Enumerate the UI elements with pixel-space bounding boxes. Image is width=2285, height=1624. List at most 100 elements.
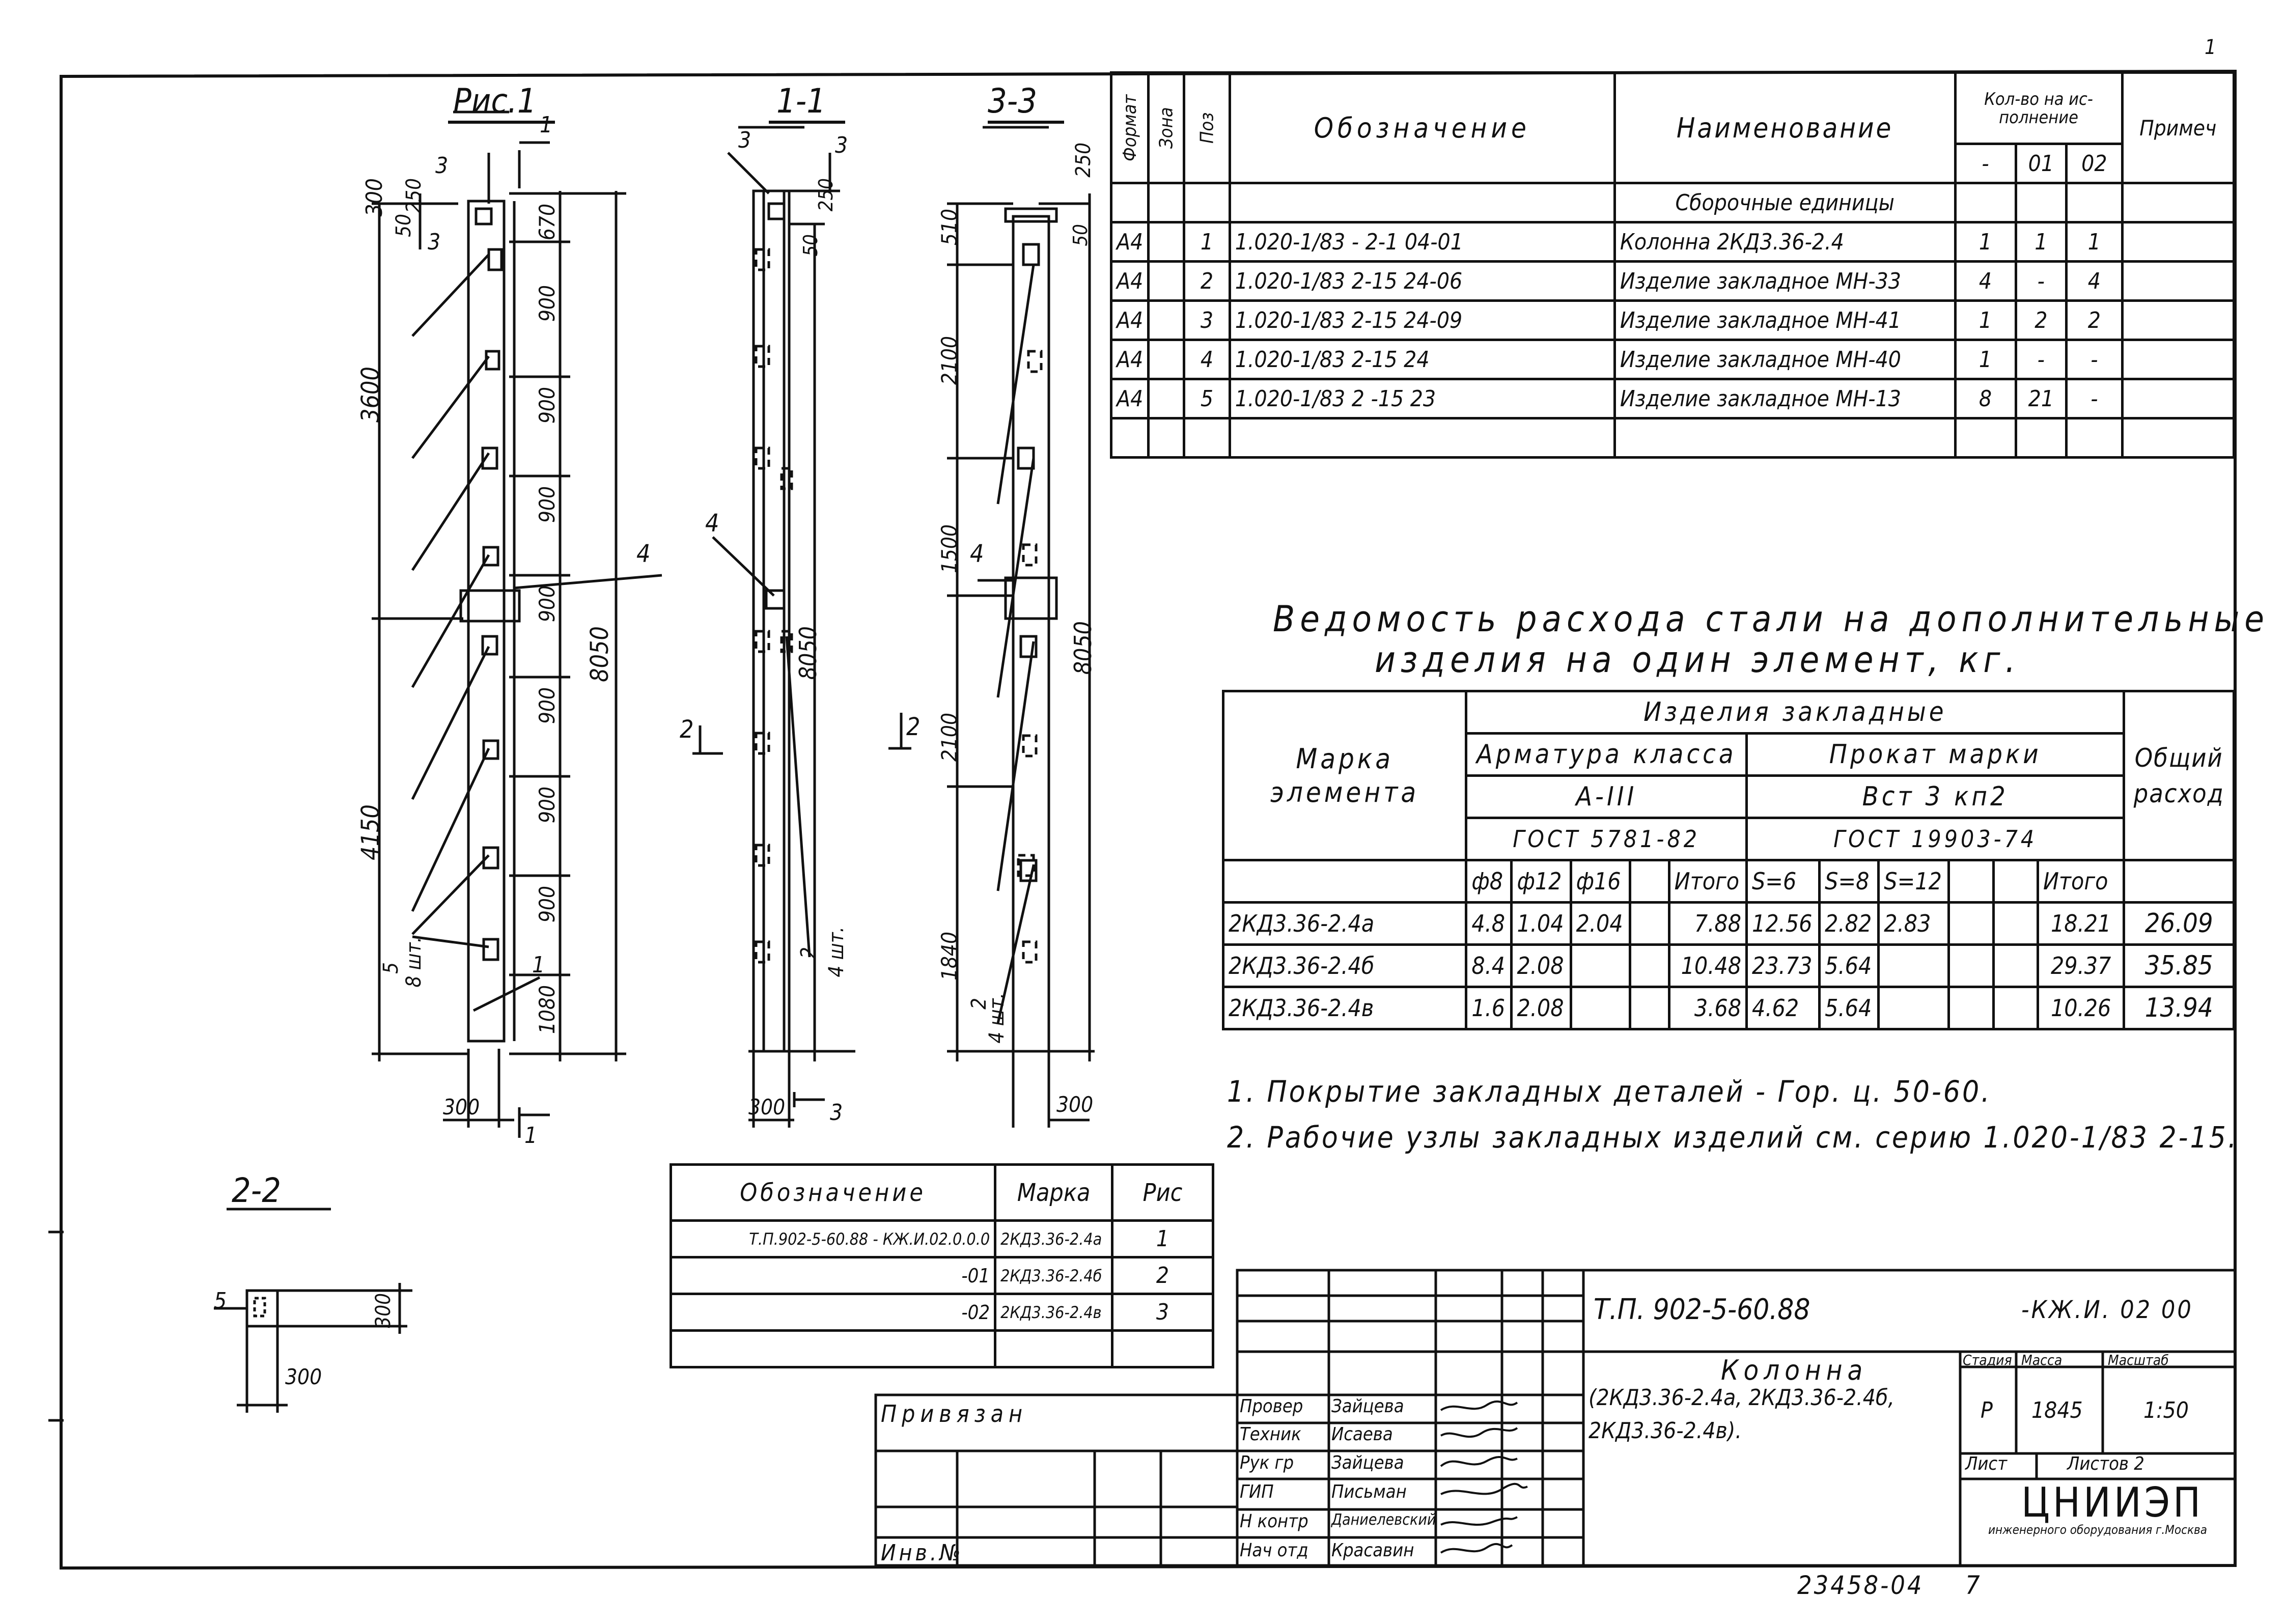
fig1-dim: 670: [535, 204, 560, 241]
section-2-markers: [692, 713, 911, 755]
section-2-2: [214, 1208, 412, 1413]
table-row: А4 4 1.020-1/83 2-15 24 Изделие закладно…: [1109, 339, 2236, 380]
sec33-dim: 1500: [937, 524, 962, 574]
person-name: Исаева: [1331, 1424, 1393, 1445]
sec11-label: 3: [738, 127, 751, 153]
sec33-dim: 300: [1056, 1092, 1094, 1117]
sec33-dim: 2100: [937, 713, 962, 762]
org-name: ЦНИИЭП: [2021, 1479, 2204, 1526]
title-block-sub2: 2КД3.36-2.4в).: [1589, 1418, 1742, 1444]
sec33-dim: 50: [1069, 224, 1092, 246]
person-name: Письман: [1331, 1481, 1407, 1502]
person-name: Зайцева: [1331, 1396, 1404, 1417]
person-role: ГИП: [1240, 1481, 1274, 1502]
archive-number: 23458-04: [1797, 1571, 1924, 1600]
stage-header: Стадия: [1963, 1352, 2012, 1368]
fig1-callout: 8 шт.: [402, 937, 426, 988]
table-row: -01 2КД3.36-2.4б 2: [669, 1256, 1215, 1295]
person-role: Техник: [1240, 1424, 1301, 1445]
title-block-code: Т.П. 902-5-60.88: [1594, 1293, 1810, 1326]
fig1-dim: 900: [535, 787, 560, 824]
fig1-callout: 5: [379, 962, 403, 974]
mass-header: Масса: [2021, 1352, 2063, 1368]
steel-h-mark: Марка элемента: [1221, 690, 1468, 861]
col-note: Примеч: [2121, 71, 2236, 184]
note-2: 2. Рабочие узлы закладных изделий см. се…: [1227, 1120, 2239, 1155]
section-1-1: [712, 126, 855, 1128]
fig1-dim: 1080: [535, 985, 560, 1034]
inv-label: Инв.№: [881, 1540, 964, 1566]
person-name: Зайцева: [1331, 1452, 1404, 1473]
fig1-callout: 3: [435, 153, 449, 179]
steel-rebar-class: А-III: [1465, 774, 1748, 819]
person-role: Н контр: [1240, 1511, 1308, 1532]
sec33-callout: 4 шт.: [985, 993, 1009, 1044]
table-row: Т.П.902-5-60.88 - КЖ.И.02.0.0.0 2КД3.36-…: [669, 1219, 1215, 1258]
sec22-label: 300: [372, 1293, 395, 1328]
sec22-label: 5: [214, 1288, 227, 1314]
fig1-dim: 900: [535, 285, 560, 322]
fig1-dim: 50: [392, 214, 415, 237]
fig1-dim: 900: [535, 387, 560, 424]
fig1-dim: 900: [535, 585, 560, 623]
steel-title-line2: изделия на один элемент, кг.: [1375, 639, 2021, 681]
fig1-dim: 3600: [356, 367, 385, 423]
fig1-callout: 4: [636, 540, 651, 568]
steel-table: Марка элемента Изделия закладные Общий р…: [1221, 690, 2235, 1030]
cut-mark: 1: [540, 112, 553, 138]
fig1-dim: 300: [361, 178, 387, 217]
fig1-dim: 900: [535, 687, 560, 724]
table-row: А4 2 1.020-1/83 2-15 24-06 Изделие закла…: [1109, 260, 2236, 302]
sec11-label: 4: [705, 509, 719, 538]
sheet-number: 7: [1965, 1571, 1980, 1600]
fig1-callout: 3: [428, 229, 441, 255]
section-1-1-title: 1-1: [776, 81, 826, 121]
steel-rolled-gost: ГОСТ 19903-74: [1745, 817, 2126, 861]
person-role: Провер: [1240, 1396, 1303, 1417]
col-qty: Кол-во на ис-полнение: [1954, 71, 2124, 145]
cut-mark: 2: [680, 715, 694, 744]
sec33-dim: 2100: [937, 336, 962, 385]
cut-mark: 2: [906, 713, 921, 741]
scale-header: Масштаб: [2108, 1352, 2169, 1368]
sec22-label: 300: [285, 1364, 322, 1389]
sec11-label: 3: [835, 132, 848, 158]
corner-mark: 1: [2205, 36, 2216, 59]
cut-mark: 3: [830, 1100, 843, 1126]
table-row: А4 5 1.020-1/83 2 -15 23 Изделие закладн…: [1109, 378, 2236, 419]
spec-group: Сборочные единицы: [1613, 182, 1957, 223]
note-1: 1. Покрытие закладных деталей - Гор. ц. …: [1227, 1074, 1992, 1109]
sec33-dim: 510: [937, 209, 962, 246]
versions-h-designation: Обозначение: [669, 1163, 997, 1222]
stage-value: Р: [1981, 1397, 1993, 1423]
person-role: Нач отд: [1240, 1540, 1308, 1561]
fig1-title: Рис.1: [453, 81, 537, 121]
versions-h-mark: Марка: [994, 1163, 1113, 1222]
fig1-dim: 4150: [356, 804, 385, 860]
sec33-dim: 8050: [1069, 621, 1097, 675]
col-designation: Обозначение: [1228, 71, 1616, 184]
col-pos: Поз: [1184, 72, 1230, 183]
versions-h-fig: Рис: [1110, 1163, 1215, 1222]
steel-title-line1: Ведомость расхода стали на дополнительны…: [1273, 598, 2270, 640]
sec11-label: 300: [748, 1095, 786, 1119]
steel-h-rebar: Арматура класса: [1465, 732, 1748, 777]
versions-table: Обозначение Марка Рис Т.П.902-5-60.88 - …: [669, 1163, 1215, 1368]
qty-col-2: 02: [2065, 143, 2124, 184]
specification-table: Формат Зона Поз Обозначение Наименование…: [1109, 71, 2236, 459]
title-block-sub1: (2КД3.36-2.4а, 2КД3.36-2.4б,: [1589, 1385, 1894, 1411]
sec33-dim: 1840: [937, 932, 962, 981]
qty-col-1: 01: [2014, 143, 2068, 184]
qty-col-0: -: [1954, 143, 2017, 184]
title-block-code-suffix: -КЖ.И. 02 00: [2021, 1296, 2193, 1324]
sec33-callout: 4: [970, 540, 984, 568]
person-role: Рук гр: [1240, 1452, 1294, 1473]
privyazan-label: Привязан: [881, 1400, 1028, 1427]
fig1-column: [372, 110, 662, 1138]
fig1-callout: 1: [532, 952, 545, 978]
sheet-header: Лист: [1965, 1453, 2008, 1474]
